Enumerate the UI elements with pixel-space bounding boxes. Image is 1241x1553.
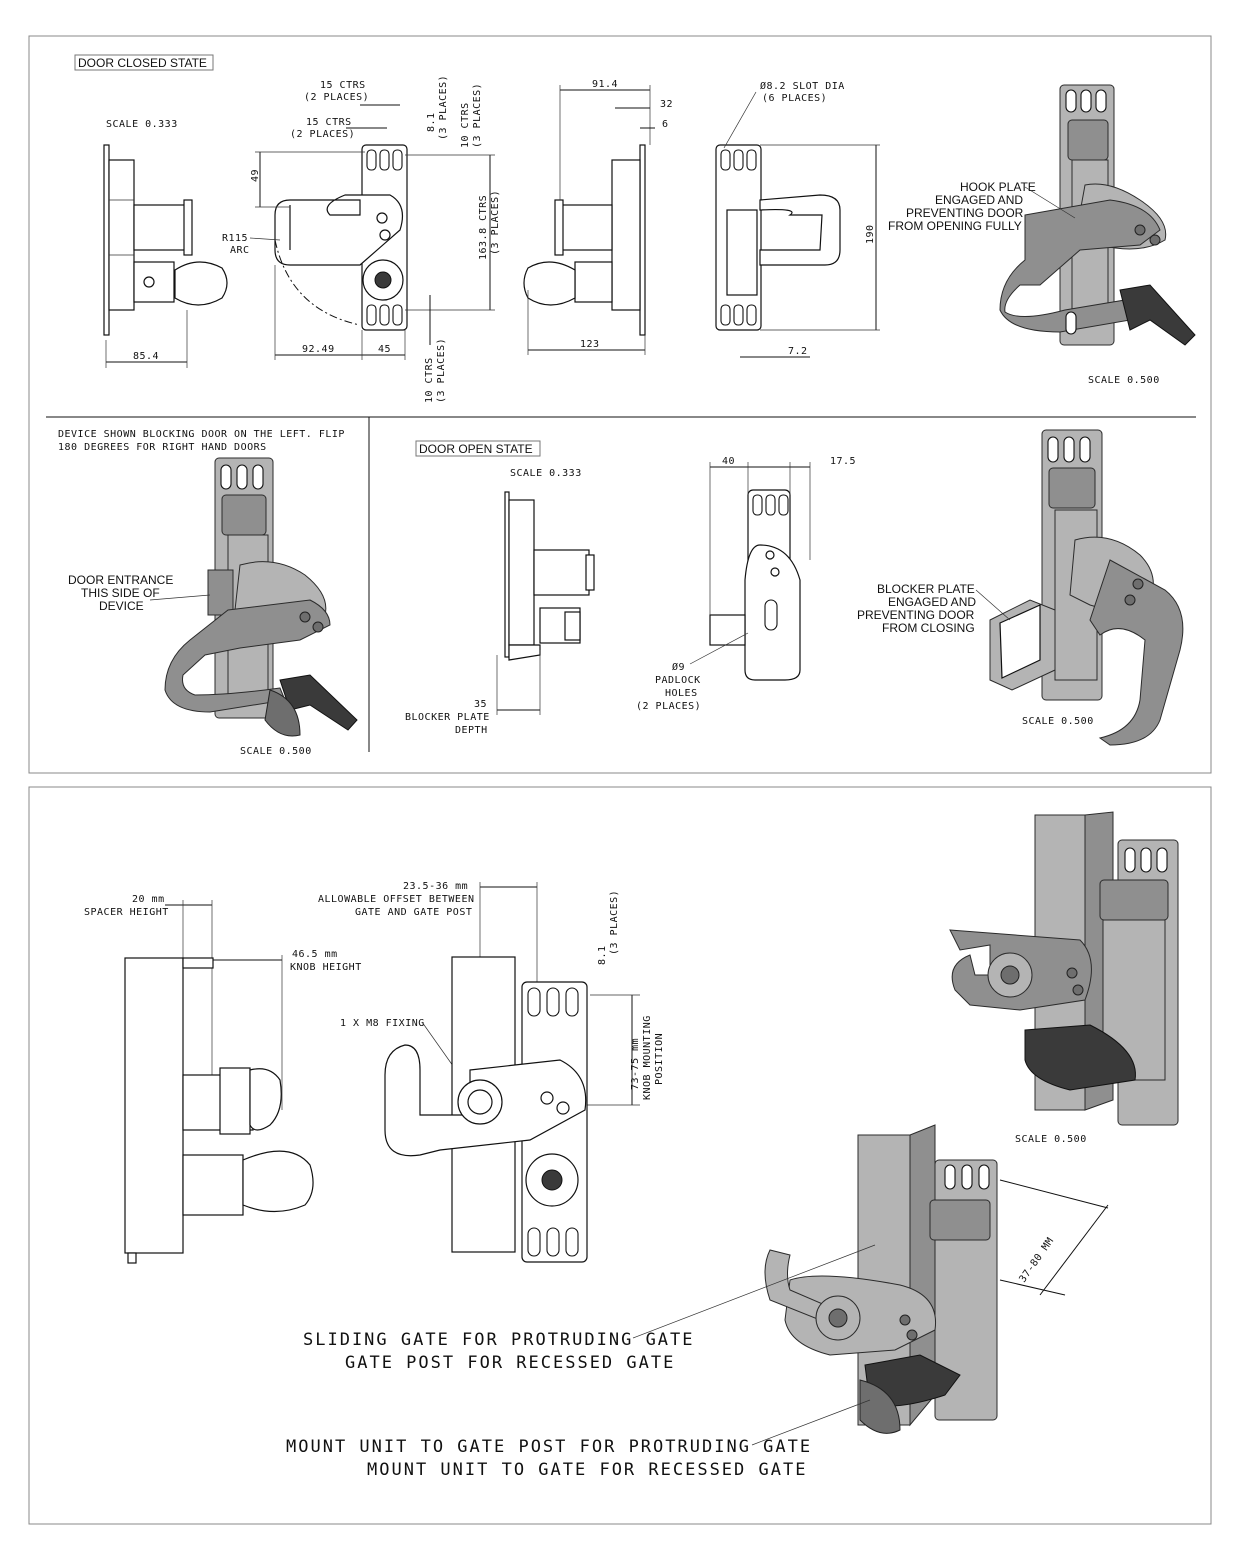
dim-7-2: 7.2 xyxy=(788,346,808,357)
dim-3-places-top-b: (3 PLACES) xyxy=(472,83,483,148)
mount-unit-2: MOUNT UNIT TO GATE FOR RECESSED GATE xyxy=(367,1460,807,1480)
offset-1: 23.5-36 mm xyxy=(403,881,468,892)
note-entrance-1: DOOR ENTRANCE xyxy=(68,573,173,587)
scale-label-blocking: SCALE 0.500 xyxy=(240,746,312,757)
note-hook-3: PREVENTING DOOR xyxy=(906,206,1024,220)
knob-mount-2: KNOB MOUNTING xyxy=(642,1015,653,1100)
dim-15-ctrs-b: 15 CTRS xyxy=(306,117,352,128)
dim-6-places: (6 PLACES) xyxy=(762,93,827,104)
knob-mount-1: 73-75 mm xyxy=(630,1038,641,1090)
dim-10-ctrs-bottom: 10 CTRS xyxy=(424,357,435,403)
offset-3: GATE AND GATE POST xyxy=(355,907,472,918)
front-view-closed xyxy=(274,144,408,331)
dim-2-places-b: (2 PLACES) xyxy=(290,129,355,140)
door-closed-state-label: DOOR CLOSED STATE xyxy=(78,56,207,70)
scale-label-open-iso: SCALE 0.500 xyxy=(1022,716,1094,727)
dim-91-4: 91.4 xyxy=(592,79,618,90)
note-entrance-3: DEVICE xyxy=(99,599,144,613)
dim-17-5: 17.5 xyxy=(830,456,856,467)
dim-35: 35 xyxy=(474,699,487,710)
padlock-1: Ø9 xyxy=(672,661,685,673)
scale-label-gate: SCALE 0.500 xyxy=(1015,1134,1087,1145)
front-view-gate xyxy=(384,956,588,1263)
offset-2: ALLOWABLE OFFSET BETWEEN xyxy=(318,894,475,905)
dim-15-ctrs-a: 15 CTRS xyxy=(320,80,366,91)
dim-92-49: 92.49 xyxy=(302,344,335,355)
spacer-1: 20 mm xyxy=(132,894,165,905)
blocker-depth-2: DEPTH xyxy=(455,725,488,736)
bottom-drawing-frame xyxy=(28,786,1212,1525)
dim-49: 49 xyxy=(250,169,261,182)
note-hook-2: ENGAGED AND xyxy=(935,193,1023,207)
note-blocker-3: PREVENTING DOOR xyxy=(857,608,975,622)
dim-45: 45 xyxy=(378,344,391,355)
dim-3-places-c: (3 PLACES) xyxy=(490,190,501,255)
dim-6: 6 xyxy=(662,119,669,130)
dim-3-places-top-a: (3 PLACES) xyxy=(438,75,449,140)
side-view-open xyxy=(504,491,595,661)
scale-label-closed-iso: SCALE 0.500 xyxy=(1088,375,1160,386)
note-hook-4: FROM OPENING FULLY xyxy=(888,219,1022,233)
dim-10-ctrs-top: 10 CTRS xyxy=(460,102,471,148)
isometric-render-open xyxy=(989,429,1184,746)
scale-label-closed-side: SCALE 0.333 xyxy=(106,119,178,130)
note-blocker-4: FROM CLOSING xyxy=(882,621,975,635)
side-view-spacer xyxy=(124,957,314,1264)
dim-40: 40 xyxy=(722,456,735,467)
padlock-2: PADLOCK xyxy=(655,675,701,686)
isometric-render-closed xyxy=(999,84,1196,346)
dim-85-4: 85.4 xyxy=(133,351,159,362)
scale-label-open-side: SCALE 0.333 xyxy=(510,468,582,479)
dim-slot-dia: Ø8.2 SLOT DIA xyxy=(760,80,845,92)
knob-2: KNOB HEIGHT xyxy=(290,962,362,973)
dim-123: 123 xyxy=(580,339,600,350)
dim-8-1-bottom: 8.1 xyxy=(597,945,608,965)
sliding-gate-1: SLIDING GATE FOR PROTRUDING GATE xyxy=(303,1330,695,1350)
padlock-4: (2 PLACES) xyxy=(636,701,701,712)
dim-arc: ARC xyxy=(230,245,250,256)
mount-unit-1: MOUNT UNIT TO GATE POST FOR PROTRUDING G… xyxy=(286,1437,812,1457)
isometric-render-gate-mounted xyxy=(764,1124,998,1434)
dim-3-places-d: (3 PLACES) xyxy=(436,338,447,403)
isometric-render-gate-post xyxy=(949,811,1179,1126)
knob-1: 46.5 mm xyxy=(292,949,338,960)
knob-mount-3: POSITION xyxy=(654,1033,665,1085)
door-open-state-label: DOOR OPEN STATE xyxy=(419,442,533,456)
side-view-closed xyxy=(103,144,228,336)
door-open-state-box xyxy=(415,440,541,457)
isometric-render-blocking-left xyxy=(164,457,358,737)
door-closed-state-box xyxy=(74,54,214,71)
dim-3-places-bottom: (3 PLACES) xyxy=(609,890,620,955)
dim-37-80: 37-80 MM xyxy=(1017,1236,1056,1285)
note-entrance-2: THIS SIDE OF xyxy=(81,586,160,600)
note-device-1: DEVICE SHOWN BLOCKING DOOR ON THE LEFT. … xyxy=(58,429,345,440)
dim-r115: R115 xyxy=(222,233,248,244)
front-view-open xyxy=(709,489,801,681)
padlock-3: HOLES xyxy=(665,688,698,699)
sliding-gate-2: GATE POST FOR RECESSED GATE xyxy=(345,1353,675,1373)
dim-2-places-a: (2 PLACES) xyxy=(304,92,369,103)
spacer-2: SPACER HEIGHT xyxy=(84,907,169,918)
note-blocker-1: BLOCKER PLATE xyxy=(877,582,975,596)
top-drawing-frame xyxy=(28,35,1212,774)
rear-view-closed xyxy=(715,144,841,331)
note-hook-1: HOOK PLATE xyxy=(960,180,1036,194)
dim-163-8: 163.8 CTRS xyxy=(478,195,489,260)
dim-32: 32 xyxy=(660,99,673,110)
fixing-label: 1 X M8 FIXING xyxy=(340,1018,425,1029)
note-blocker-2: ENGAGED AND xyxy=(888,595,976,609)
note-device-2: 180 DEGREES FOR RIGHT HAND DOORS xyxy=(58,442,267,453)
dim-8-1-top: 8.1 xyxy=(426,112,437,132)
blocker-depth-1: BLOCKER PLATE xyxy=(405,712,490,723)
dim-190: 190 xyxy=(865,224,876,244)
side-view-closed-reverse xyxy=(523,144,646,336)
